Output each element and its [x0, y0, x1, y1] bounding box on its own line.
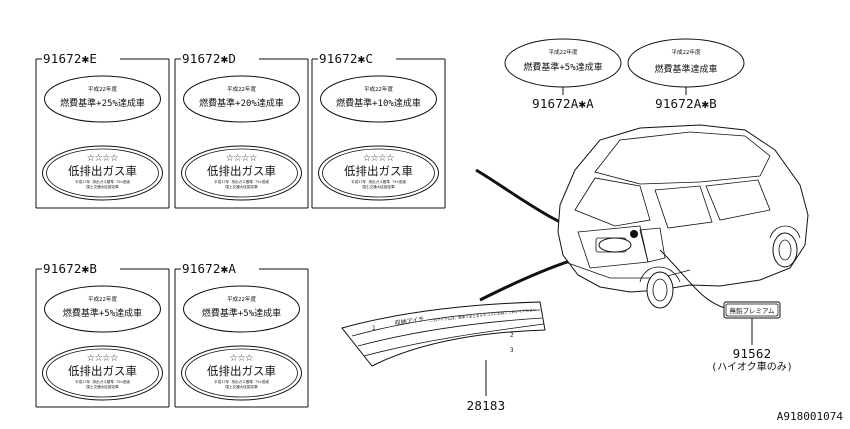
part-number: 28183: [467, 398, 506, 413]
part-number: 91672A✱A: [532, 96, 594, 111]
panel-91672-c: 91672✱C 平成22年度 燃費基準+10%達成車 ☆☆☆☆ 低排出ガス車 平…: [311, 51, 446, 209]
panel-part-number: 91672✱C: [319, 51, 373, 66]
car-illustration: [475, 124, 809, 309]
strip-mark-1: 1: [372, 325, 376, 332]
fuel-year-text: 平成22年度: [364, 85, 394, 93]
panel-91672-b: 91672✱B 平成22年度 燃費基準+5%達成車 ☆☆☆☆ 低排出ガス車 平成…: [35, 261, 170, 408]
label-91672a-b: 平成22年度 燃費基準達成車 91672A✱B: [627, 38, 745, 111]
fuel-standard-text: 燃費基準+10%達成車: [336, 97, 421, 109]
low-emission-text: 低排出ガス車: [207, 364, 276, 378]
diagram-id: A918001074: [777, 410, 844, 423]
panel-91672-e: 91672✱E 平成22年度 燃費基準+25%達成車 ☆☆☆☆ 低排出ガス車 平…: [35, 51, 170, 209]
low-emission-text: 低排出ガス車: [68, 164, 137, 178]
part-number: 91672A✱B: [655, 96, 717, 111]
fuel-standard-text: 燃費基準+20%達成車: [199, 97, 284, 109]
panel-91672-a: 91672✱A 平成22年度 燃費基準+5%達成車 ☆☆☆ 低排出ガス車 平成1…: [174, 261, 309, 408]
fuel-economy-label: [44, 75, 161, 123]
star-rating: ☆☆☆☆: [226, 150, 257, 165]
panel-part-number: 91672✱E: [43, 51, 97, 66]
low-emission-label: [181, 145, 302, 201]
premium-note: (ハイオク車のみ): [711, 360, 793, 373]
premium-badge-text: 無鉛プレミアム: [729, 306, 775, 315]
fuel-year-text: 平成22年度: [548, 48, 578, 56]
panel-part-number: 91672✱D: [182, 51, 236, 66]
fuel-year-text: 平成22年度: [671, 48, 701, 56]
fuel-economy-label: [320, 75, 437, 123]
luggage-strip-label: 収納アイテ このアイテムは、車体でまとまらすコスにお取しておいてください 1 2…: [341, 301, 546, 413]
fine-print-2: 国土交通大臣認定車: [86, 184, 119, 189]
low-emission-label: [42, 345, 163, 401]
fuel-year-text: 平成22年度: [88, 295, 118, 303]
low-emission-text: 低排出ガス車: [68, 364, 137, 378]
fuel-standard-text: 燃費基準達成車: [654, 63, 717, 75]
label-91672a-a: 平成22年度 燃費基準+5%達成車 91672A✱A: [504, 38, 622, 111]
fuel-economy-label: [44, 285, 161, 333]
fine-print-2: 国土交通大臣認定車: [225, 384, 258, 389]
low-emission-label: [42, 145, 163, 201]
star-rating: ☆☆☆☆: [87, 150, 118, 165]
fuel-standard-text: 燃費基準+5%達成車: [523, 61, 602, 73]
fuel-year-text: 平成22年度: [88, 85, 118, 93]
fine-print-1: 平成17年 排出ガス基準 75%低減: [351, 179, 406, 184]
low-emission-text: 低排出ガス車: [344, 164, 413, 178]
strip-mark-3: 3: [510, 347, 514, 354]
premium-fuel-label: 無鉛プレミアム 91562 (ハイオク車のみ): [711, 301, 793, 373]
star-rating: ☆☆☆☆: [363, 150, 394, 165]
fine-print-1: 平成17年 排出ガス基準 75%低減: [214, 179, 269, 184]
fine-print-2: 国土交通大臣認定車: [362, 184, 395, 189]
panel-part-number: 91672✱B: [43, 261, 97, 276]
fine-print-2: 国土交通大臣認定車: [86, 384, 119, 389]
fine-print-1: 平成17年 排出ガス基準 75%低減: [75, 379, 130, 384]
strip-mark-2: 2: [510, 332, 514, 339]
star-rating: ☆☆☆: [230, 350, 254, 365]
fine-print-2: 国土交通大臣認定車: [225, 184, 258, 189]
fuel-economy-label: [183, 75, 300, 123]
fuel-standard-text: 燃費基準+5%達成車: [202, 307, 281, 319]
fine-print-1: 平成17年 排出ガス基準 75%低減: [75, 179, 130, 184]
low-emission-label: [181, 345, 302, 401]
part-number: 91562: [733, 346, 772, 361]
star-rating: ☆☆☆☆: [87, 350, 118, 365]
fuel-economy-label: [183, 285, 300, 333]
fuel-standard-text: 燃費基準+25%達成車: [60, 97, 145, 109]
fuel-standard-text: 燃費基準+5%達成車: [63, 307, 142, 319]
low-emission-text: 低排出ガス車: [207, 164, 276, 178]
panel-part-number: 91672✱A: [182, 261, 236, 276]
low-emission-label: [318, 145, 439, 201]
fine-print-1: 平成17年 排出ガス基準 75%低減: [214, 379, 269, 384]
panel-91672-d: 91672✱D 平成22年度 燃費基準+20%達成車 ☆☆☆☆ 低排出ガス車 平…: [174, 51, 309, 209]
fuel-year-text: 平成22年度: [227, 295, 257, 303]
fuel-year-text: 平成22年度: [227, 85, 257, 93]
